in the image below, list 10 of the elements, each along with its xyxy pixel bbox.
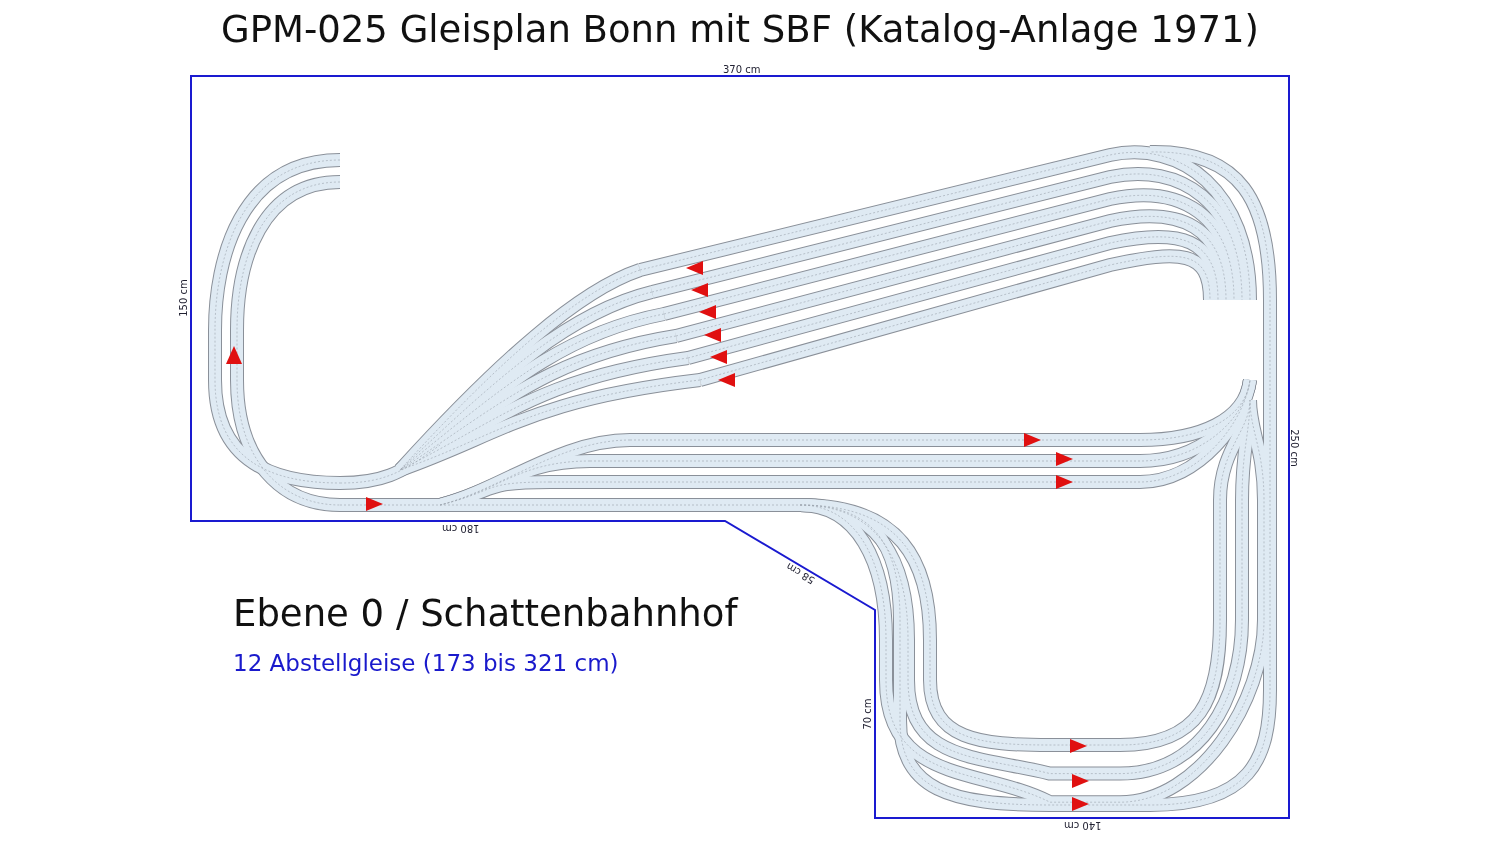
- dimension-label: 58 cm: [784, 559, 817, 587]
- dimension-label: 150 cm: [177, 279, 190, 317]
- dimension-label: 370 cm: [723, 64, 761, 76]
- level-heading: Ebene 0 / Schattenbahnhof: [233, 592, 738, 635]
- dimension-label: 140 cm: [1064, 819, 1102, 831]
- siding-note: 12 Abstellgleise (173 bis 321 cm): [233, 650, 619, 676]
- dimension-label: 70 cm: [861, 698, 874, 730]
- dimension-label: 180 cm: [442, 522, 480, 534]
- dimension-label: 250 cm: [1287, 429, 1300, 467]
- plan-title: GPM-025 Gleisplan Bonn mit SBF (Katalog-Anlage 1971): [220, 8, 1260, 51]
